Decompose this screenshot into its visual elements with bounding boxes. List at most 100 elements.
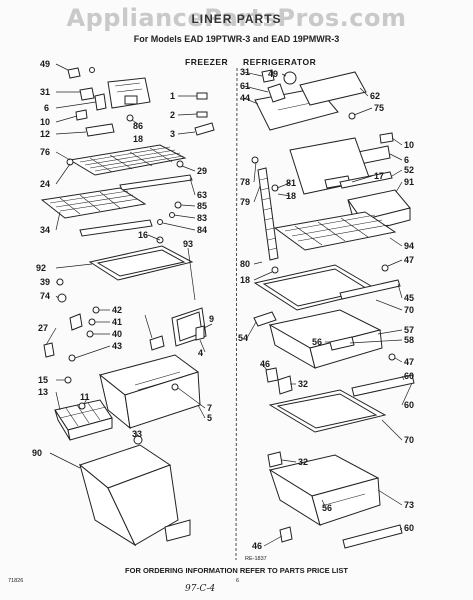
freezer-small-parts-top: [67, 67, 134, 137]
watermark: AppliancePartsPros.com: [66, 4, 407, 32]
callout: 13: [38, 387, 48, 397]
callout: 70: [404, 435, 414, 445]
callout: 56: [322, 503, 332, 513]
callout: 91: [404, 177, 414, 187]
callout: 3: [170, 129, 175, 139]
ordering-note: FOR ORDERING INFORMATION REFER TO PARTS …: [125, 566, 348, 575]
freezer-heading: FREEZER: [185, 57, 229, 67]
callout: 93: [183, 239, 193, 249]
callout: 6: [44, 103, 49, 113]
callout: 84: [197, 225, 207, 235]
callout: 9: [209, 314, 214, 324]
ice-cube-tray: [54, 399, 113, 441]
callout: 70: [404, 305, 414, 315]
callout: 41: [112, 317, 122, 327]
screw-set: [194, 92, 215, 136]
fridge-drawer-trim-upper: [351, 374, 415, 397]
freezer-control-housing: [107, 77, 151, 109]
callout: 18: [286, 191, 296, 201]
fridge-glass-shelf-lower: [268, 389, 387, 433]
callout: 80: [240, 259, 250, 269]
callout: 39: [40, 277, 50, 287]
callout: 32: [298, 379, 308, 389]
page-mark: 6: [236, 578, 240, 584]
fridge-clip-parts: [348, 112, 394, 165]
callout: 61: [240, 81, 250, 91]
callout: 15: [38, 375, 48, 385]
callout: 18: [133, 134, 143, 144]
callout: 16: [138, 230, 148, 240]
callout: 49: [40, 59, 50, 69]
callout: 46: [252, 541, 262, 551]
fridge-glass-shelf-upper: [253, 264, 401, 311]
callout: 5: [207, 413, 212, 423]
callout: 90: [32, 448, 42, 458]
callout: 44: [240, 93, 250, 103]
callout: 74: [40, 291, 50, 301]
callout: 75: [374, 103, 384, 113]
callout: 76: [40, 147, 50, 157]
callout: 92: [36, 263, 46, 273]
callout: 31: [240, 67, 250, 77]
freezer-shelf-tray: [88, 245, 194, 281]
fridge-drawer-trim-lower: [342, 524, 403, 549]
callout: 78: [240, 177, 250, 187]
fridge-wire-shelf: [273, 211, 397, 272]
callout: 86: [133, 121, 143, 131]
freezer-wire-shelf-upper: [68, 144, 193, 191]
fridge-crisper-brackets-upper: [265, 353, 396, 395]
refrigerator-heading: REFRIGERATOR: [243, 57, 317, 67]
callout: 85: [197, 201, 207, 211]
fridge-light-cover: [299, 71, 367, 106]
callout: 4: [198, 348, 203, 358]
callout: 32: [298, 457, 308, 467]
callout: 46: [260, 359, 270, 369]
callout: 56: [312, 337, 322, 347]
callout: 2: [170, 110, 175, 120]
callout: 83: [197, 213, 207, 223]
callout: 24: [40, 179, 50, 189]
leader-lines: [45, 63, 413, 547]
callout: 63: [197, 190, 207, 200]
model-subtitle: For Models EAD 19PTWR-3 and EAD 19PMWR-3: [133, 34, 340, 44]
callout: 94: [404, 241, 414, 251]
callout: 18: [240, 275, 250, 285]
callout: 10: [40, 117, 50, 127]
callout: 62: [370, 91, 380, 101]
callout: 40: [112, 329, 122, 339]
drawing-code: RE-1837: [245, 556, 267, 562]
fridge-control-knob: [261, 69, 297, 85]
callout: 29: [197, 166, 207, 176]
callout: 57: [404, 325, 414, 335]
callout: 11: [80, 392, 90, 402]
callout: 60: [404, 371, 414, 381]
shelf-support-ladder: [251, 156, 279, 274]
fridge-meat-drawer: [268, 454, 381, 527]
callout: 47: [404, 357, 414, 367]
callout: 47: [404, 255, 414, 265]
callout: 1: [170, 91, 175, 101]
callout: 6: [404, 155, 409, 165]
fridge-rear-panel: [289, 137, 393, 195]
callout: 60: [404, 523, 414, 533]
callout: 58: [404, 335, 414, 345]
callout: 7: [207, 403, 212, 413]
freezer-ice-bin: [78, 444, 191, 547]
callout: 34: [40, 225, 50, 235]
callout: 27: [38, 323, 48, 333]
callout: 60: [404, 400, 414, 410]
callout: 17: [374, 171, 384, 181]
callout: 81: [286, 178, 296, 188]
callout: 45: [404, 293, 414, 303]
callout: 33: [132, 429, 142, 439]
freezer-hardware-low: [43, 342, 179, 445]
center-divider: [235, 67, 238, 561]
freezer-wire-shelf-lower: [40, 187, 153, 237]
fridge-crisper-brackets-lower: [267, 451, 293, 543]
callout: 73: [404, 500, 414, 510]
callout: 54: [238, 333, 248, 343]
fridge-crisper-drawer: [253, 309, 383, 370]
